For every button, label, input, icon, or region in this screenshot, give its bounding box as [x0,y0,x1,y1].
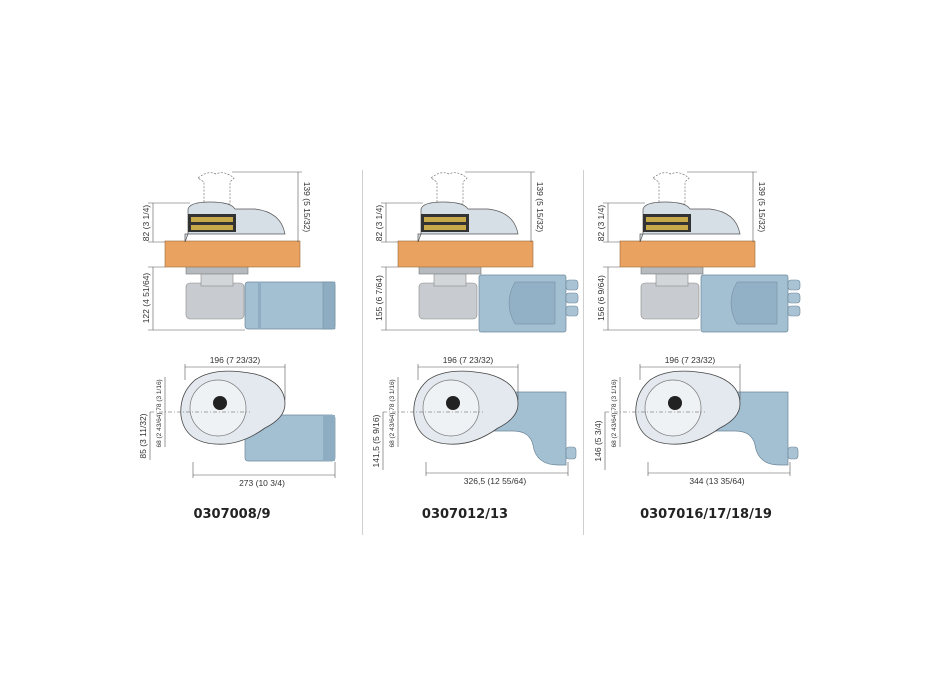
bollard-outline [430,172,468,205]
panel-separator [362,170,363,535]
dim-height-above: 82 (3 1/4) [374,205,384,242]
dim-length: 326,5 (12 55/64) [464,476,527,486]
chain-wheel-upper [191,217,233,222]
dim-lower-offset: 68 (2 43/64) [389,412,396,447]
dim-width: 196 (7 23/32) [665,355,716,365]
dim-upper-offset: 78 (3 1/16) [611,379,618,410]
dim-height-above: 82 (3 1/4) [141,205,151,242]
bollard-outline [197,172,235,205]
cable-gland-top [787,446,799,460]
cable-gland [565,279,579,291]
dim-bollard-height: 139 (5 15/32) [535,182,545,233]
dim-height-below: 122 (4 51/64) [141,273,151,324]
dim-bollard-height: 139 (5 15/32) [757,182,767,233]
bollard-outline [652,172,690,205]
cable-gland [787,292,801,304]
dim-height-below: 155 (6 7/64) [374,275,384,321]
dim-bollard-height: 139 (5 15/32) [302,182,312,233]
panel-3: 82 (3 1/4) 156 (6 9/64) 139 (5 15/32) 196 (… [593,171,801,486]
dim-depth: 141,5 (5 9/16) [371,414,381,467]
dim-upper-offset: 78 (3 1/16) [156,379,163,410]
dim-length: 344 (13 35/64) [689,476,744,486]
control-cover [508,281,556,325]
motor-end-cap-top [323,415,335,461]
dim-lower-offset: 68 (2 43/64) [611,412,618,447]
gearbox [418,282,478,320]
deck-plank [164,240,301,268]
cable-gland-top [565,446,577,460]
chain-wheel-lower [424,225,466,230]
dim-length: 273 (10 3/4) [239,478,285,488]
dim-height-below: 156 (6 9/64) [596,275,606,321]
motor-end-cap [322,281,336,330]
motor-band [258,282,261,329]
dim-lower-offset: 68 (2 43/64) [156,412,163,447]
cable-gland [787,279,801,291]
capstan-hole [213,396,227,410]
cable-gland [787,305,801,317]
gearbox [640,282,700,320]
dim-height-above: 82 (3 1/4) [596,205,606,242]
dim-upper-offset: 78 (3 1/16) [389,379,396,410]
dim-depth: 146 (5 3/4) [593,420,603,461]
gearbox [185,282,245,320]
deck-plank [397,240,534,268]
panel-separator [583,170,584,535]
dim-width: 196 (7 23/32) [210,355,261,365]
dim-width: 196 (7 23/32) [443,355,494,365]
model-label-3: 0307016/17/18/19 [640,507,772,522]
cable-gland [565,305,579,317]
chain-wheel-upper [646,217,688,222]
chain-wheel-lower [646,225,688,230]
dim-depth: 85 (3 11/32) [138,413,148,458]
panel-1: 82 (3 1/4) 122 (4 51/64) 139 (5 15/32) 196 … [138,171,336,488]
capstan-hole [446,396,460,410]
panel-2: 82 (3 1/4) 155 (6 7/64) 139 (5 15/32) 196 (… [371,171,579,486]
chain-wheel-upper [424,217,466,222]
model-label-2: 0307012/13 [421,507,509,522]
cable-gland [565,292,579,304]
model-label-1: 0307008/9 [193,507,271,522]
control-cover [730,281,778,325]
chain-wheel-lower [191,225,233,230]
deck-plank [619,240,756,268]
capstan-hole [668,396,682,410]
